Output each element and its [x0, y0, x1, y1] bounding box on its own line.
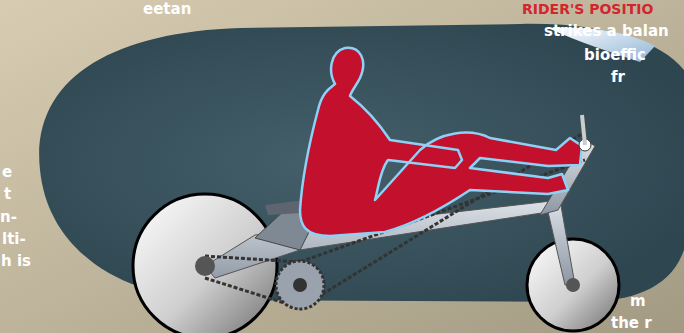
text-fragment: h is: [1, 252, 31, 270]
text-fragment: RIDER'S POSITIO: [522, 0, 653, 18]
text-fragment: t: [4, 185, 11, 203]
rider: [300, 48, 582, 236]
text-fragment: fr: [611, 68, 625, 86]
text-fragment: n-: [0, 208, 17, 226]
hub: [566, 278, 580, 292]
text-fragment: bioeffic: [584, 46, 646, 64]
text-fragment: m: [630, 292, 646, 310]
text-fragment: strikes a balan: [544, 22, 669, 40]
hub: [195, 256, 215, 276]
text-fragment: the r: [611, 314, 652, 332]
text-fragment: e: [2, 163, 12, 181]
text-fragment: lti-: [2, 230, 26, 248]
crank-arm: [582, 115, 585, 145]
text-fragment: eetan: [143, 0, 191, 18]
chainring: [276, 261, 324, 309]
front-wheel: [527, 239, 619, 331]
hub: [293, 278, 307, 292]
